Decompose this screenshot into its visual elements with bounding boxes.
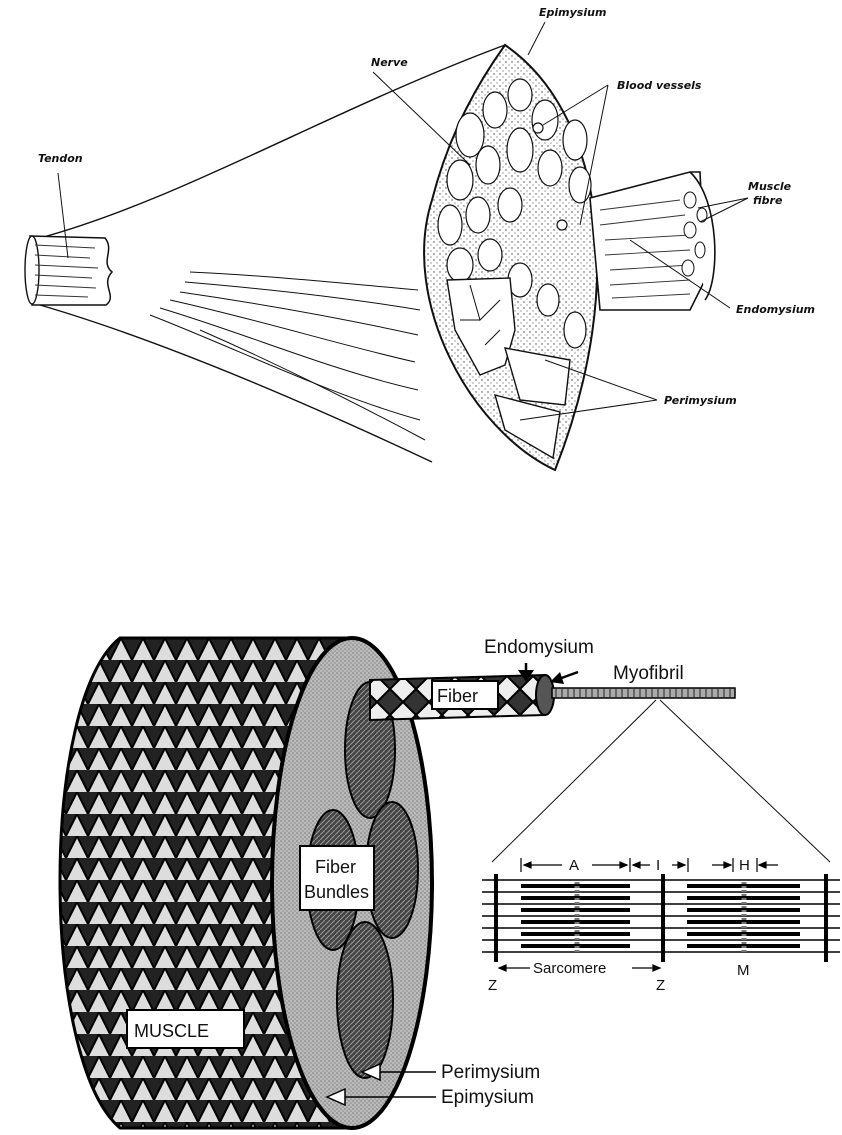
label-h-zone: H — [739, 857, 750, 874]
label-fiber: Fiber — [437, 686, 478, 706]
zoom-line-left — [492, 700, 656, 862]
label-nerve: Nerve — [371, 56, 408, 69]
label-muscle: MUSCLE — [134, 1021, 209, 1041]
sarcomere-schematic: A I H Z Sarcomere Z M — [482, 857, 840, 994]
label-i-band: I — [656, 857, 660, 874]
top-muscle-diagram: Epimysium Nerve Blood vessels Tendon Mus… — [25, 6, 815, 470]
label-z-right: Z — [656, 977, 665, 994]
label-muscle-fibre-2: fibre — [753, 194, 783, 207]
zoom-line-right — [660, 700, 830, 862]
fascicle-block — [590, 172, 715, 310]
label-a-band: A — [569, 857, 579, 874]
cross-section — [424, 45, 597, 470]
label-epimysium-top: Epimysium — [539, 6, 606, 19]
label-perimysium-bottom: Perimysium — [441, 1062, 540, 1083]
label-muscle-fibre-1: Muscle — [748, 180, 792, 193]
label-endomysium-bottom: Endomysium — [484, 637, 594, 658]
myofibril — [552, 688, 735, 698]
band-markers — [499, 858, 778, 971]
label-z-left: Z — [488, 977, 497, 994]
label-sarcomere: Sarcomere — [533, 960, 606, 977]
label-endomysium-top: Endomysium — [736, 303, 815, 316]
fibre-strokes — [150, 272, 425, 440]
label-tendon: Tendon — [38, 152, 83, 165]
label-perimysium-top: Perimysium — [664, 394, 737, 407]
muscle-outline-bottom — [40, 305, 432, 462]
label-epimysium-bottom: Epimysium — [441, 1087, 534, 1108]
label-myofibril: Myofibril — [613, 663, 684, 684]
label-fiber-bundles-1: Fiber — [315, 857, 356, 877]
label-m-line: M — [737, 962, 750, 979]
tendon — [25, 236, 112, 305]
label-blood-vessels: Blood vessels — [617, 79, 702, 92]
label-fiber-bundles-2: Bundles — [304, 882, 369, 902]
bottom-muscle-diagram: A I H Z Sarcomere Z M Fiber Bundles Fibe… — [60, 637, 840, 1128]
